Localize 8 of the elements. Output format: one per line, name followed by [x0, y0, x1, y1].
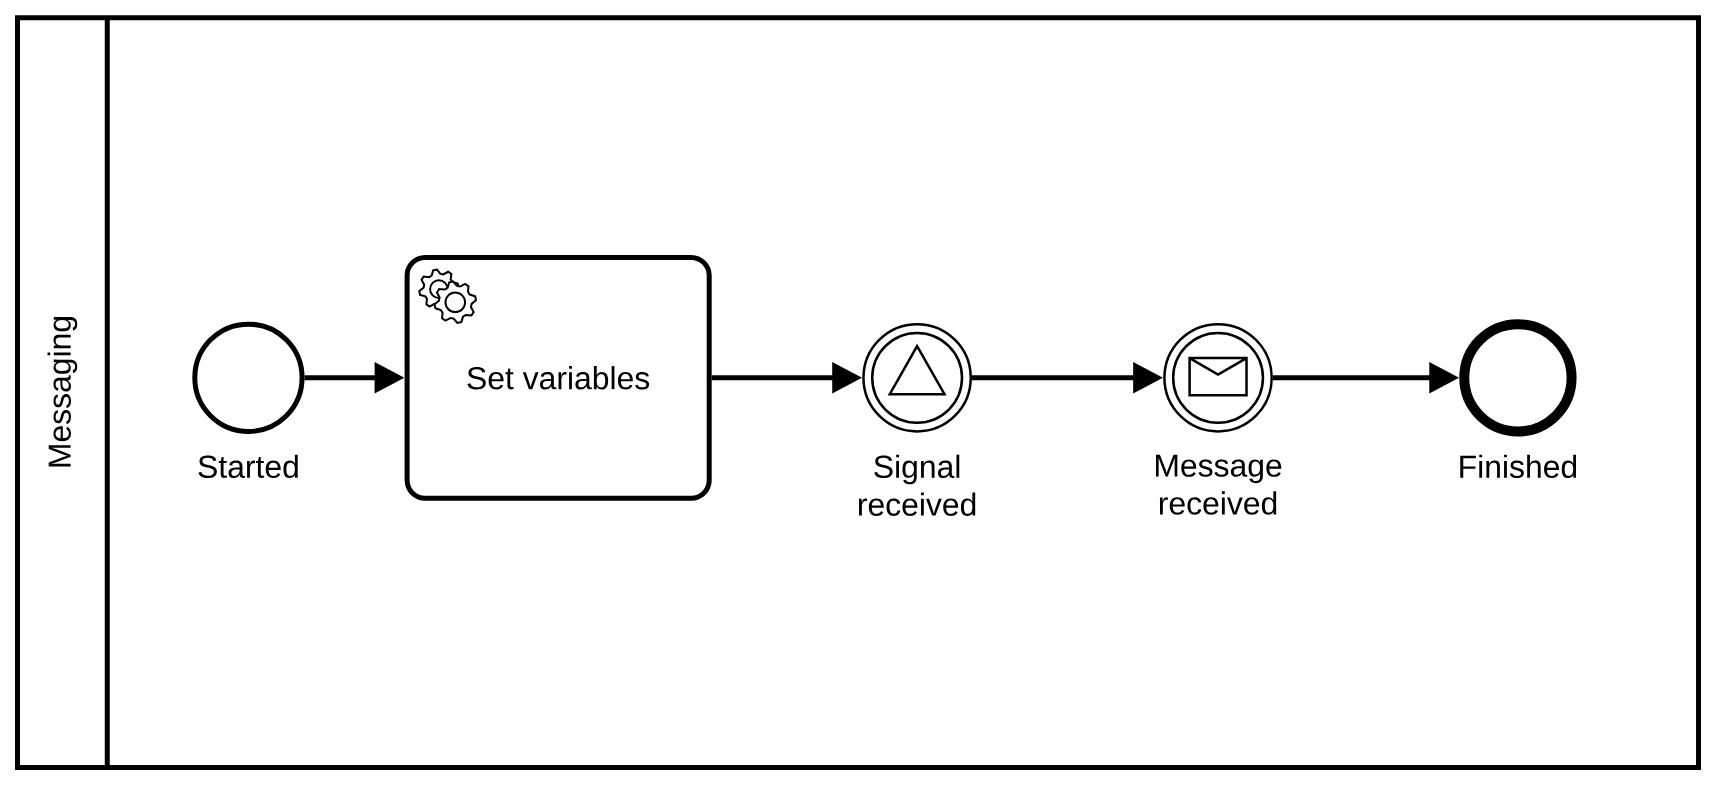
event-label: Started	[198, 454, 298, 479]
task-box: Set variables	[404, 254, 712, 501]
start-event	[192, 321, 305, 434]
lane-label: Messaging	[47, 317, 78, 467]
event-label: Finished	[1460, 454, 1577, 479]
end-event	[1459, 319, 1577, 437]
event-label: Signal received	[858, 454, 976, 516]
event-label: Message received	[1156, 454, 1282, 515]
